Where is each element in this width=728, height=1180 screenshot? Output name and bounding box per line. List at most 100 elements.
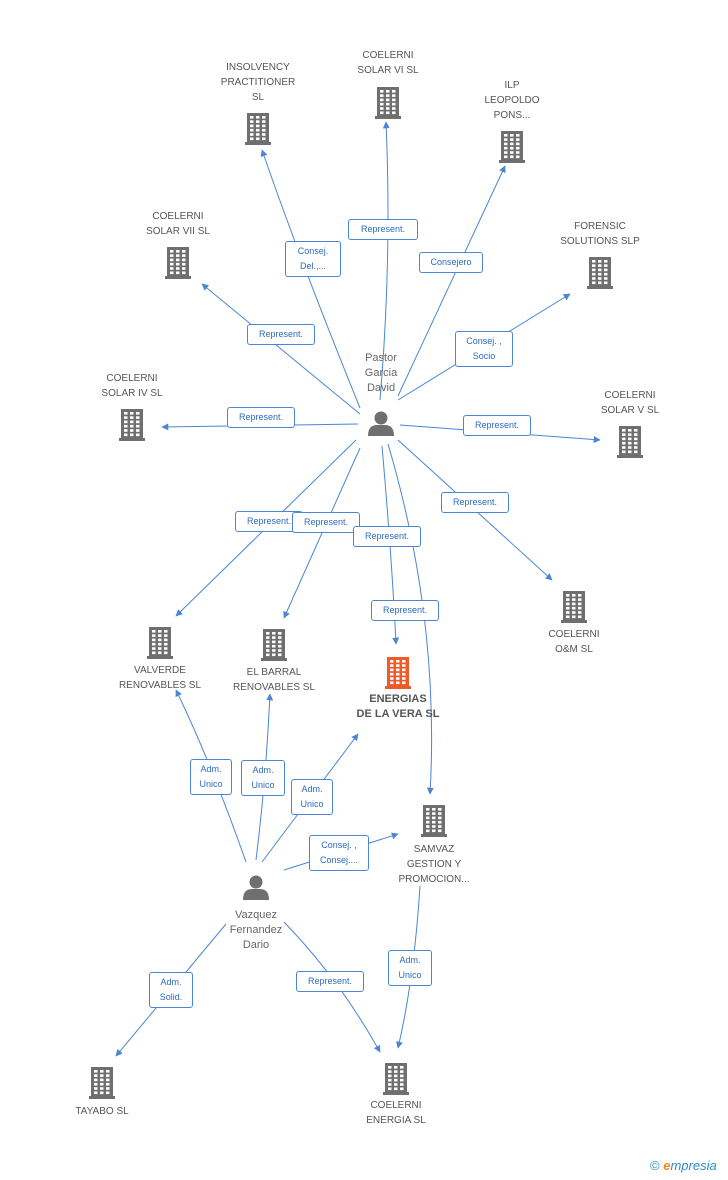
edge-label-pastor-solar4[interactable]: Represent.: [227, 407, 295, 428]
company-label-ilp-line: ILP: [504, 80, 520, 91]
building-icon-solar7[interactable]: [165, 247, 191, 279]
edge-label-line: Represent.: [246, 516, 292, 526]
edge-pastor-solar6: [379, 121, 390, 401]
edge-label-line: Represent.: [382, 605, 428, 615]
edge-label-line: Consej. ,: [321, 840, 357, 850]
company-label-barral-line: EL BARRAL: [246, 667, 302, 678]
brand-name: mpresia: [670, 1158, 717, 1173]
company-label-forensic-line: SOLUTIONS SLP: [560, 236, 640, 247]
company-label-solar4-line: SOLAR IV SL: [101, 388, 163, 399]
edge-label-pastor-om[interactable]: Represent.: [441, 492, 509, 513]
edge-pastor-insolvency: [260, 149, 361, 409]
company-label-solar7-line: SOLAR VII SL: [146, 226, 210, 237]
company-label-insolvency[interactable]: INSOLVENCY PRACTITIONER SL: [221, 60, 295, 105]
edge-label-line: Unico: [251, 780, 275, 790]
edge-label-vazquez-barral[interactable]: Adm. Unico: [241, 760, 285, 796]
building-icon-solar6[interactable]: [375, 87, 401, 119]
edge-label-pastor-solar5[interactable]: Represent.: [463, 415, 531, 436]
building-icon-barral[interactable]: [261, 629, 287, 661]
building-icon-solar4[interactable]: [119, 409, 145, 441]
company-label-insolvency-line: INSOLVENCY: [226, 62, 290, 73]
edge-label-vazquez-tayabo[interactable]: Adm.Solid.: [149, 972, 193, 1008]
company-label-solar5-line: COELERNI: [604, 390, 656, 401]
building-icon-solar5[interactable]: [617, 426, 643, 458]
company-label-samvaz-line: GESTION Y: [406, 859, 462, 870]
edge-label-vazquez-samvaz[interactable]: Consej. , Consej....: [309, 835, 369, 871]
person-label-pastor-line: Pastor: [365, 352, 397, 364]
edge-label-pastor-vera[interactable]: Represent.: [353, 526, 421, 547]
company-label-om[interactable]: COELERNI O&M SL: [548, 627, 599, 657]
edge-label-line: Unico: [300, 799, 324, 809]
company-label-om-line: O&M SL: [555, 644, 593, 655]
building-icon-insolvency[interactable]: [245, 113, 271, 145]
company-label-solar4[interactable]: COELERNI SOLAR IV SL: [101, 371, 162, 401]
edge-label-line: Unico: [398, 970, 422, 980]
company-label-samvaz-line: SAMVAZ: [413, 844, 455, 855]
edge-label-line: Adm.: [252, 765, 274, 775]
edge-label-vazquez-energia[interactable]: Represent.: [296, 971, 364, 992]
person-label-vazquez-line: Vazquez: [235, 909, 277, 921]
person-icon-pastor[interactable]: [368, 411, 394, 437]
edge-label-pastor-forensic[interactable]: Consej. ,Socio: [455, 331, 513, 367]
company-label-solar5-line: SOLAR V SL: [600, 405, 660, 416]
company-label-tayabo[interactable]: TAYABO SL: [75, 1104, 128, 1119]
building-icon-vera[interactable]: [385, 657, 411, 689]
building-icon-forensic[interactable]: [587, 257, 613, 289]
company-label-insolvency-line: PRACTITIONER: [220, 77, 296, 88]
building-icon-om[interactable]: [561, 591, 587, 623]
person-label-vazquez-line: Fernandez: [229, 924, 283, 936]
building-icon-energia[interactable]: [383, 1063, 409, 1095]
edge-label-pastor-insolvency[interactable]: Consej.Del.,...: [285, 241, 341, 277]
company-label-barral-line: RENOVABLES SL: [232, 682, 316, 693]
building-icon-samvaz[interactable]: [421, 805, 447, 837]
company-label-ilp-line: PONS...: [493, 110, 531, 121]
edge-label-vazquez-vera[interactable]: Adm.Unico: [291, 779, 333, 815]
copyright-symbol: ©: [650, 1158, 660, 1173]
building-icon-ilp[interactable]: [499, 131, 525, 163]
company-label-solar4-line: COELERNI: [106, 373, 158, 384]
edge-label-line: Consej....: [319, 855, 359, 865]
company-label-barral[interactable]: EL BARRAL RENOVABLES SL: [233, 665, 315, 695]
company-label-energia-line: ENERGIA SL: [366, 1115, 426, 1126]
edge-label-pastor-solar6[interactable]: Represent.: [348, 219, 418, 240]
company-label-insolvency-line: SL: [251, 92, 265, 103]
edge-label-pastor-solar7[interactable]: Represent.: [247, 324, 315, 345]
edge-pastor-ilp: [397, 165, 506, 397]
company-label-om-line: COELERNI: [548, 629, 600, 640]
company-label-vera-line: DE LA VERA SL: [356, 708, 440, 720]
edge-label-vazquez-valverde[interactable]: Adm.Unico: [190, 759, 232, 795]
edge-label-line: Represent.: [474, 420, 520, 430]
edge-label-pastor-samvaz[interactable]: Represent.: [371, 600, 439, 621]
company-label-solar6-line: COELERNI: [362, 50, 414, 61]
company-label-solar5[interactable]: COELERNI SOLAR V SL: [601, 388, 659, 418]
company-label-vera-line: ENERGIAS: [369, 693, 427, 705]
person-icon-vazquez[interactable]: [243, 875, 269, 901]
edge-label-line: Consej. ,: [466, 336, 502, 346]
footer-brand[interactable]: © empresia: [650, 1158, 717, 1173]
edge-label-line: Represent.: [307, 976, 353, 986]
edge-pastor-solar7: [201, 283, 361, 415]
edge-label-line: Adm.: [200, 764, 222, 774]
edge-label-samvaz-energia[interactable]: Adm. Unico: [388, 950, 432, 986]
edge-label-pastor-ilp[interactable]: Consejero: [419, 252, 483, 273]
person-label-vazquez-line: Dario: [242, 939, 270, 951]
company-label-energia-line: COELERNI: [370, 1100, 422, 1111]
company-label-valverde-line: RENOVABLES SL: [118, 680, 202, 691]
edge-label-line: Del.,...: [299, 261, 326, 271]
building-icon-tayabo[interactable]: [89, 1067, 115, 1099]
edge-label-pastor-barral[interactable]: Represent.: [292, 512, 360, 533]
company-label-vera[interactable]: ENERGIAS DE LA VERA SL: [357, 692, 440, 722]
building-icon-valverde[interactable]: [147, 627, 173, 659]
company-label-energia[interactable]: COELERNI ENERGIA SL: [366, 1098, 425, 1128]
company-label-tayabo-line: TAYABO SL: [75, 1106, 129, 1117]
edge-label-line: Adm.: [399, 955, 421, 965]
